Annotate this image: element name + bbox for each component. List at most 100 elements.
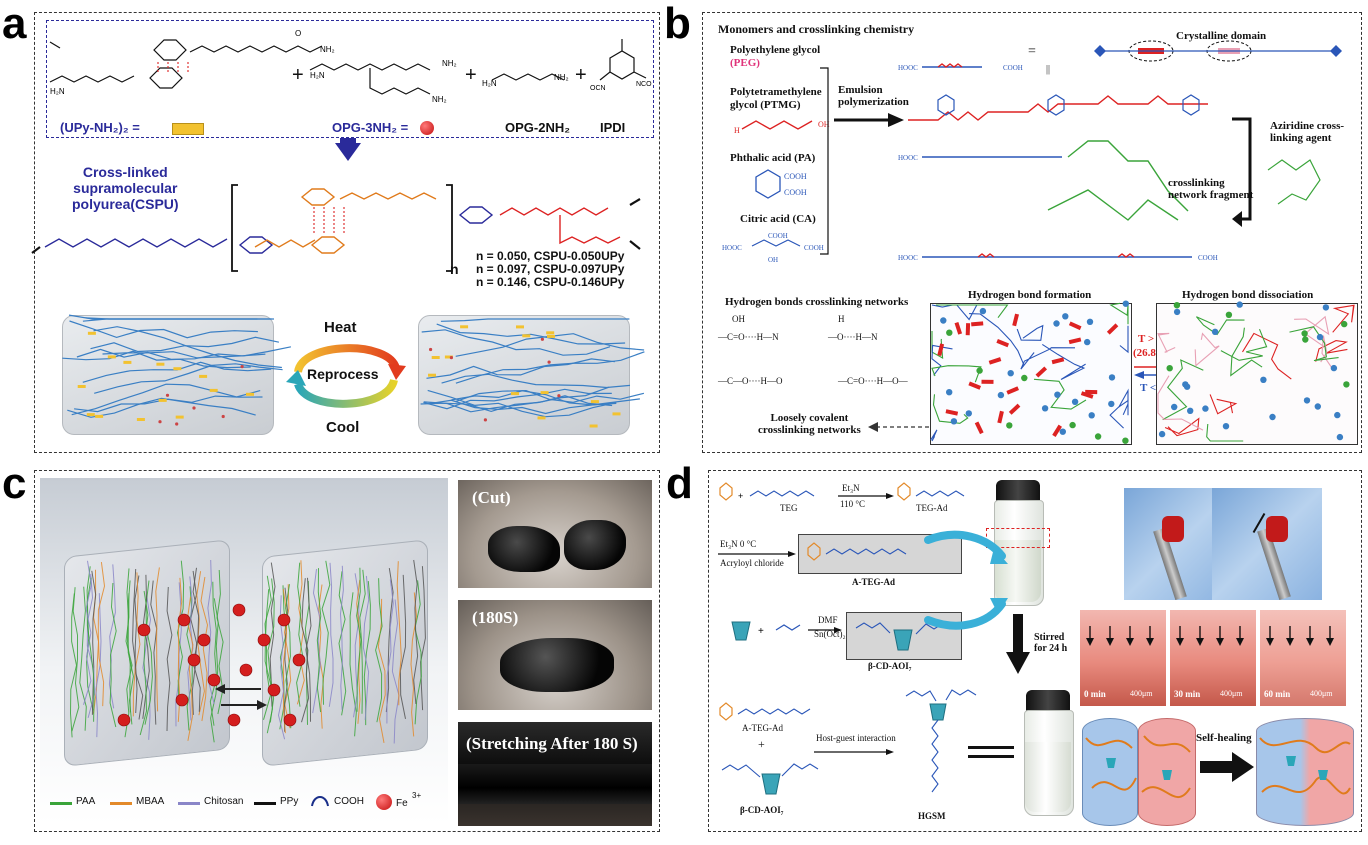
- svg-text:COOH: COOH: [804, 244, 824, 252]
- photo-stretching-label: (Stretching After 180 S): [466, 734, 638, 753]
- svg-text:COOH: COOH: [768, 232, 788, 240]
- acryloyl-label: Acryloyl chloride: [720, 558, 784, 568]
- plus-sign-3: +: [575, 64, 587, 86]
- loosely-arrow: [868, 422, 932, 432]
- monomer-bracket: [820, 67, 829, 255]
- gel-sample-before: [1162, 516, 1184, 542]
- panel-label-a: a: [2, 0, 27, 48]
- pa-label: Phthalic acid (PA): [730, 152, 816, 164]
- panel-a-frame: [34, 12, 660, 453]
- network-chains-right: [420, 318, 645, 428]
- legend-fe-icon: [376, 794, 392, 810]
- svg-text:COOH: COOH: [784, 188, 807, 197]
- peg-abbr: (PEG): [730, 57, 760, 69]
- teg-synthesis: +: [719, 482, 965, 501]
- host-guest-arrow: [814, 749, 894, 755]
- svg-text:HOOC: HOOC: [898, 254, 918, 262]
- hb-formation-network: [930, 300, 1129, 444]
- opg-3nh2-structure: H₂N NH₂ NH₂: [309, 59, 457, 104]
- svg-text:COOH: COOH: [1198, 254, 1218, 262]
- legend-paa-swatch: [50, 802, 72, 805]
- legend-chitosan-label: Chitosan: [204, 796, 244, 807]
- photo-tweezers-after: [1212, 488, 1322, 600]
- hydrogel-network: [69, 559, 426, 744]
- legend-chitosan-swatch: [178, 802, 200, 805]
- vial-bottom-liquid: [1025, 742, 1071, 812]
- gel-stretched: [458, 764, 652, 804]
- vial-bottom: [1020, 690, 1076, 816]
- double-bar: ||: [1046, 64, 1051, 75]
- teg-label: TEG: [780, 503, 798, 513]
- legend-mbaa-swatch: [110, 802, 132, 805]
- a-teg-ad-label: A-TEG-Ad: [852, 577, 896, 587]
- svg-text:COOH: COOH: [1003, 64, 1023, 72]
- svg-text:HOOC: HOOC: [898, 64, 918, 72]
- svg-text:+: +: [758, 626, 764, 637]
- legend-cooh-label: COOH: [334, 796, 364, 807]
- gel-healed: [500, 638, 614, 692]
- host-guest-label: Host-guest interaction: [816, 733, 896, 743]
- upy-structure: O NH₂ H₂N: [49, 29, 335, 96]
- hb-networks-label: Hydrogen bonds crosslinking networks: [725, 296, 909, 308]
- svg-text:+: +: [738, 491, 743, 501]
- svg-text:HOOC: HOOC: [722, 244, 742, 252]
- svg-text:O: O: [295, 29, 301, 38]
- legend-paa-label: PAA: [76, 796, 96, 807]
- time-0min: 0 min: [1084, 689, 1106, 699]
- dmf-label: DMF: [818, 615, 838, 625]
- gel-piece-right: [564, 520, 626, 570]
- panel-label-d: d: [666, 459, 693, 508]
- panel-label-b: b: [664, 0, 691, 48]
- acryloyl-arrow: [718, 551, 796, 557]
- teg-ad-label: TEG-Ad: [916, 503, 948, 513]
- bcd-synthesis: +: [731, 621, 801, 641]
- legend-cooh-icon: [311, 796, 329, 807]
- et3n-0c-label: Et₃N 0 °C: [720, 539, 757, 549]
- equals-bars: [968, 746, 1014, 758]
- svg-text:H₂N: H₂N: [482, 79, 497, 88]
- ptmg-structure: H OH: [734, 120, 830, 135]
- svg-text:—C=O····H—N: —C=O····H—N: [717, 332, 779, 342]
- ptmg-label: Polytetramethylene: [730, 86, 822, 98]
- opg-2nh2-label: OPG-2NH₂: [505, 120, 571, 135]
- hb-chemistry: OH—C=O····H—N H—O····H—N —C—O····H—O—C=O…: [717, 314, 909, 386]
- n-values-list: n = 0.050, CSPU-0.050UPy n = 0.097, CSPU…: [476, 249, 625, 290]
- bcd-label: β-CD-AOI₇: [868, 661, 912, 671]
- scale-60min: 400μm: [1310, 689, 1333, 698]
- a-teg-ad-label-2: A-TEG-Ad: [742, 723, 783, 733]
- gel-piece-left: [488, 526, 560, 572]
- stirred-label: Stirred for 24 h: [1034, 632, 1068, 654]
- reprocess-cycle-arrows: [286, 344, 406, 408]
- vial-top-cap: [996, 480, 1040, 502]
- healing-arrows: [215, 684, 267, 710]
- photo-180s-label: (180S): [472, 608, 519, 627]
- emulsion-label: Emulsion polymerization: [838, 84, 909, 109]
- time-30min: 30 min: [1174, 689, 1201, 699]
- network-chains-left: [62, 314, 292, 426]
- micrograph-30min: 30 min 400μm: [1170, 610, 1256, 706]
- plus-sign-2: +: [465, 64, 477, 86]
- svg-text:OH: OH: [768, 256, 778, 264]
- legend-fe-sup: 3+: [412, 791, 422, 800]
- vial-top-highlight: [986, 528, 1050, 548]
- network-fragment-label: crosslinking network fragment: [1168, 177, 1254, 202]
- cycle-cool-label: Cool: [326, 419, 360, 436]
- svg-text:OCN: OCN: [590, 85, 606, 92]
- photo-cut-label: (Cut): [472, 488, 511, 507]
- ca-label: Citric acid (CA): [740, 213, 816, 225]
- ca-structure: HOOC COOH COOH OH: [722, 232, 824, 264]
- peg-label: Polyethylene glycol: [730, 44, 821, 56]
- hb-dissociation-network: [1157, 301, 1355, 442]
- upy-nh2-label: (UPy-NH₂)₂ =: [60, 120, 140, 135]
- reaction-arrow-stem: [340, 138, 356, 146]
- panel-a-monomer-box: [46, 20, 654, 138]
- time-60min: 60 min: [1264, 689, 1291, 699]
- ptmg-label-2: glycol (PTMG): [730, 99, 801, 111]
- ipdi-label: IPDI: [600, 120, 626, 135]
- svg-text:NH₂: NH₂: [554, 73, 569, 82]
- pa-structure: COOH COOH: [755, 169, 807, 199]
- n-value-1: n = 0.050, CSPU-0.050UPy: [476, 249, 625, 263]
- hb-formation-label: Hydrogen bond formation: [968, 289, 1092, 301]
- svg-text:—C—O····H—O: —C—O····H—O: [717, 376, 783, 386]
- plus-sign-1: +: [292, 64, 304, 86]
